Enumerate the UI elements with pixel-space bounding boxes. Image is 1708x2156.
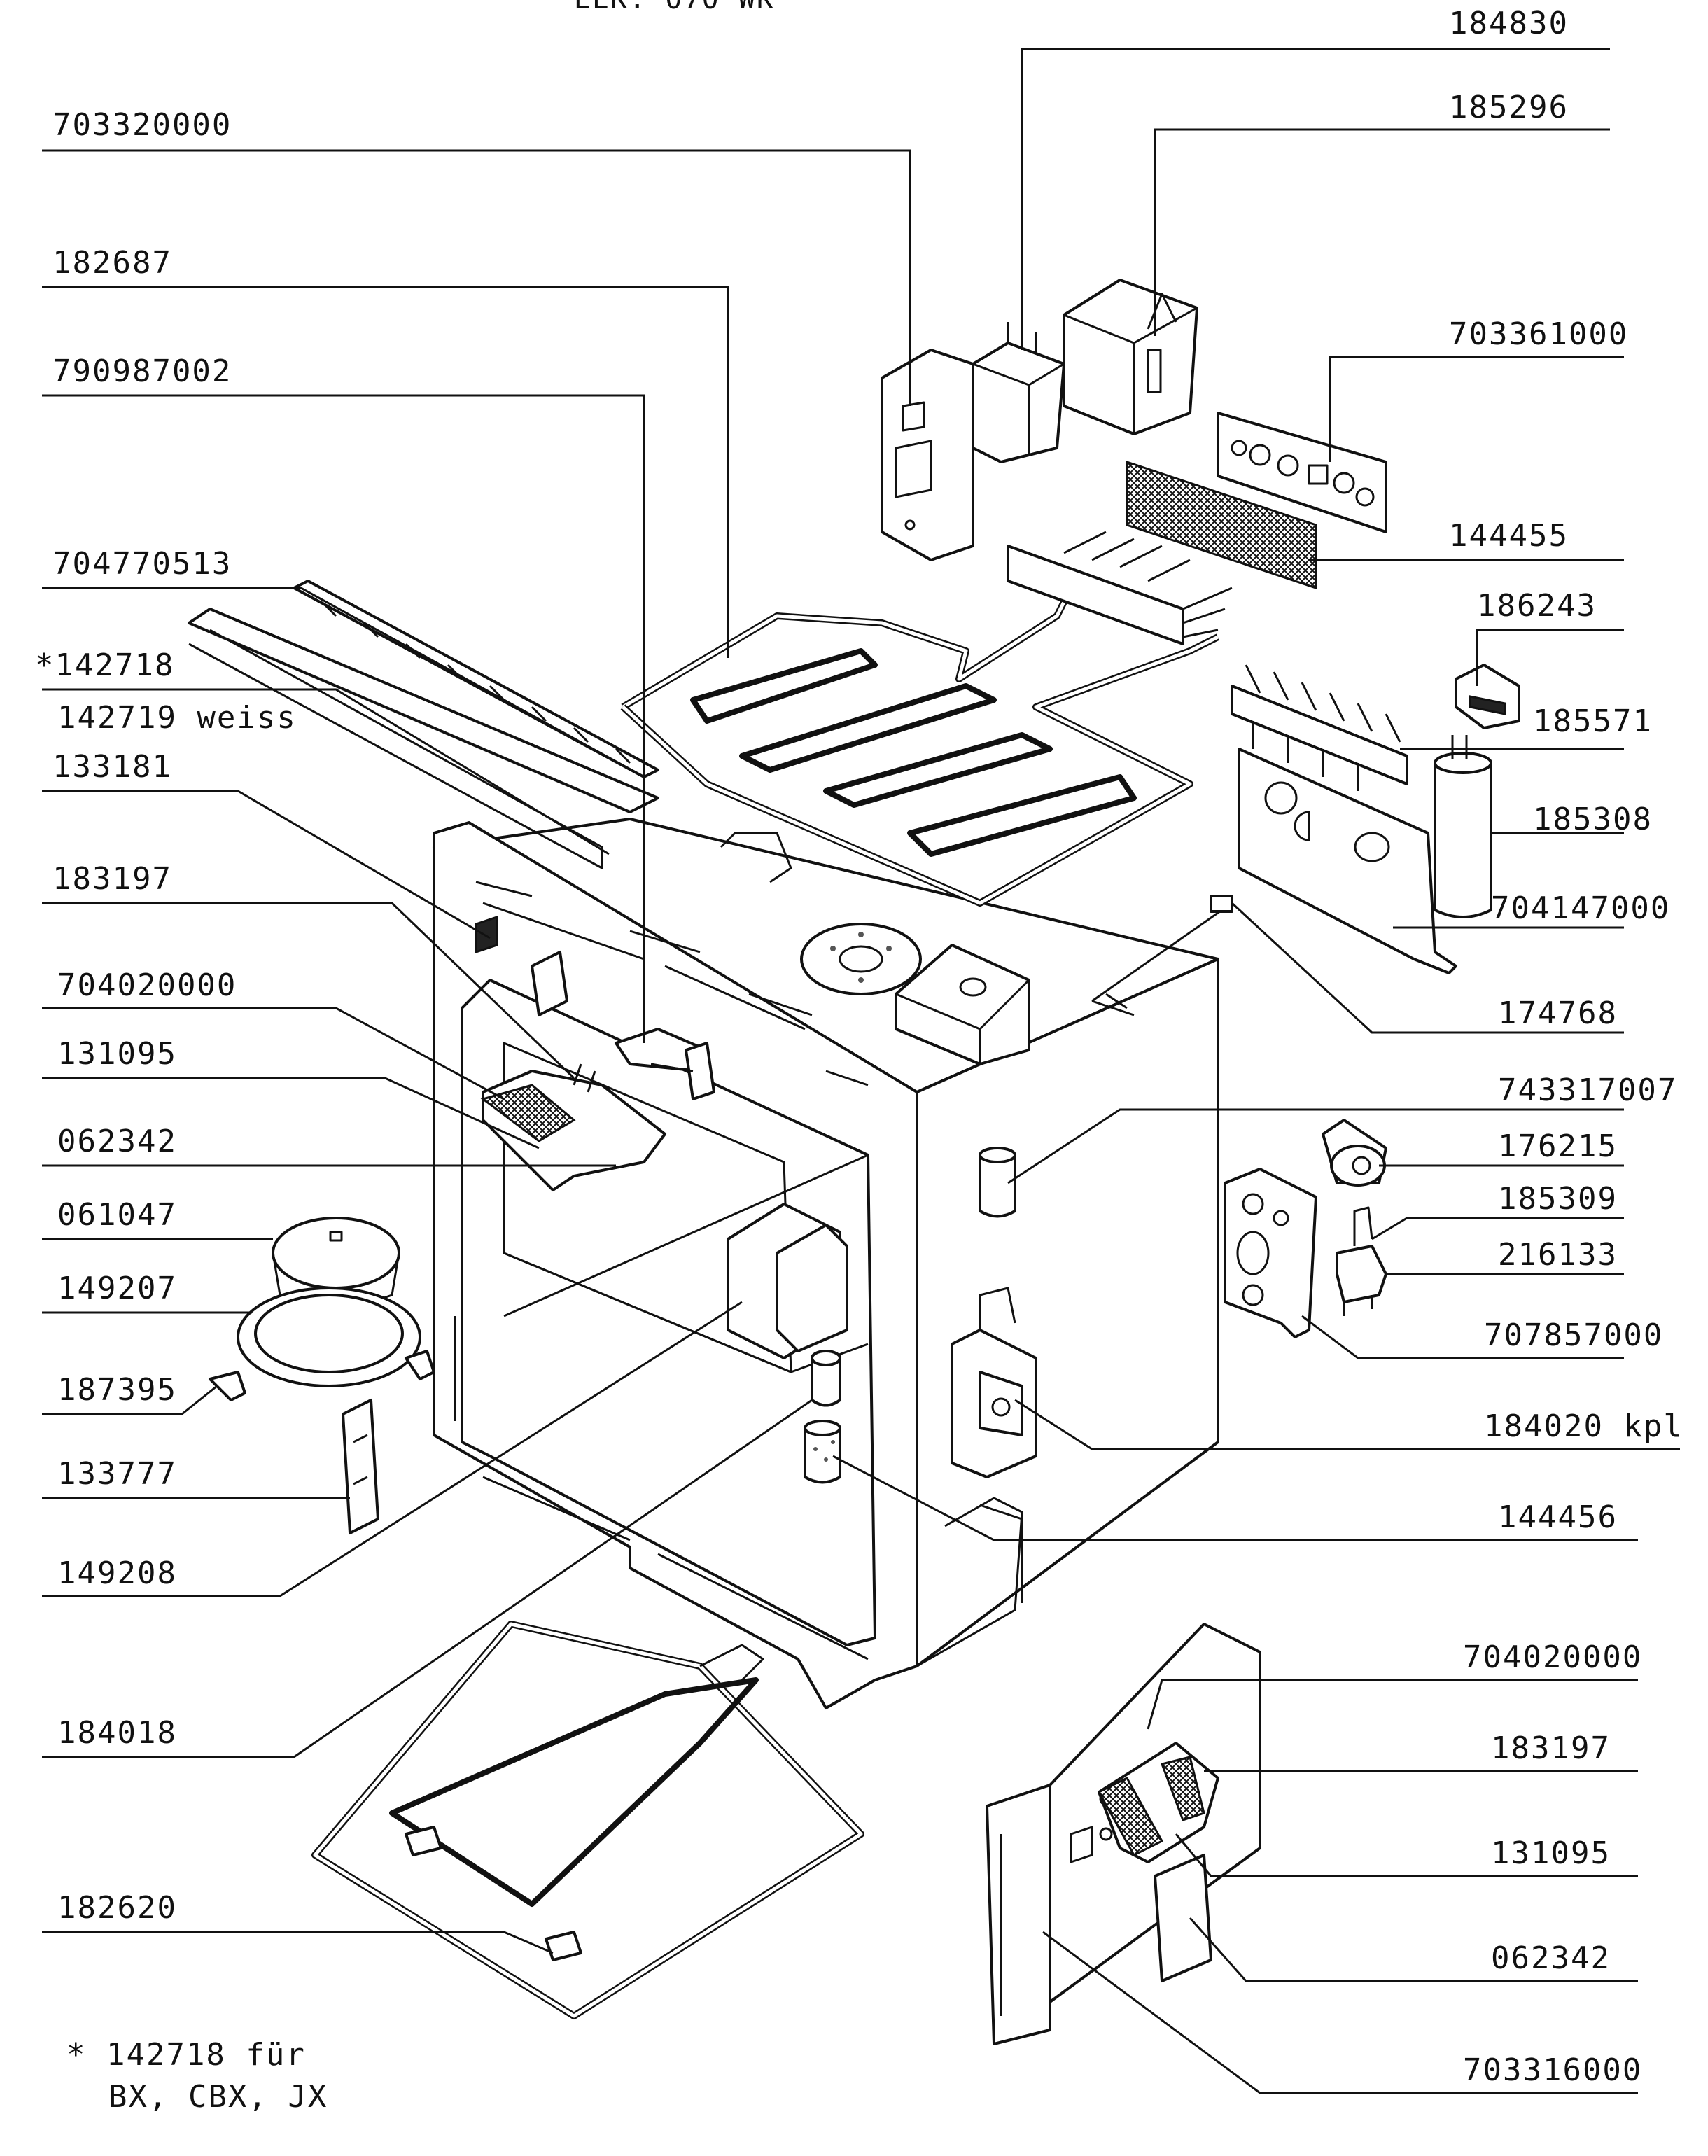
label-062342-upper: 062342 [57,1124,177,1159]
terminal-block [1231,664,1408,791]
footnote-line-1: * 142718 für [66,2037,306,2073]
label-184830: 184830 [1449,6,1569,41]
oven-cabinet [433,818,1219,1709]
label-703316000: 703316000 [1463,2052,1642,2088]
relay-small [972,322,1065,463]
rear-panel [1238,748,1457,974]
clip-right [405,1350,435,1380]
door-catch [475,915,715,1100]
footnote-line-2: BX, CBX, JX [108,2079,328,2115]
label-133181: 133181 [52,749,172,785]
door-switch-assembly-lower [1097,1742,1219,1982]
label-704020000-upper: 704020000 [57,967,237,1003]
label-174768: 174768 [1498,995,1618,1031]
door-switch-assembly-upper [480,1063,666,1191]
label-704020000-lower: 704020000 [1463,1639,1642,1675]
hinge [342,1399,379,1534]
label-187395: 187395 [57,1372,177,1408]
label-176215: 176215 [1498,1128,1618,1164]
label-144455: 144455 [1449,518,1569,554]
label-142719-weiss: 142719 weiss [57,700,297,736]
label-185571: 185571 [1533,704,1653,739]
mounting-bracket [881,349,974,561]
label-142718: *142718 [35,648,174,683]
label-186243: 186243 [1477,588,1597,624]
label-183197-upper: 183197 [52,861,172,897]
limit-switch [1336,1206,1387,1316]
top-rail-strip [188,580,659,869]
label-131095-upper: 131095 [57,1036,177,1072]
label-185308: 185308 [1533,802,1653,837]
label-703320000: 703320000 [52,107,232,143]
lamp-caps [804,1350,841,1484]
label-061047: 061047 [57,1197,177,1233]
small-switch [1455,664,1520,729]
label-182687: 182687 [52,245,172,281]
clip [209,1371,246,1401]
label-216133: 216133 [1498,1237,1618,1273]
leader-lines [42,48,1680,2094]
inner-fan-cover [727,1203,848,1359]
part-number-labels: 184830 703320000 185296 182687 703361000… [35,6,1684,2088]
relay-large [1063,279,1198,435]
label-704147000: 704147000 [1491,890,1670,926]
label-707857000: 707857000 [1484,1317,1663,1353]
sensor-tube [979,1147,1016,1218]
label-704770513: 704770513 [52,546,232,582]
label-133777: 133777 [57,1456,177,1492]
label-743317007: 743317007 [1498,1072,1677,1108]
thermostat [1322,1119,1387,1186]
label-184020-kpl: 184020 kpl [1484,1408,1684,1444]
lower-heating-element [312,1620,864,2019]
label-062342-lower: 062342 [1491,1940,1611,1976]
lamp-seal [237,1287,421,1387]
diagram-title: EEK. 070 WK [574,0,775,15]
capacitor [1434,735,1492,918]
label-131095-lower: 131095 [1491,1835,1611,1871]
label-790987002: 790987002 [52,354,232,389]
label-184018: 184018 [57,1715,177,1751]
mesh-panel [1126,460,1317,590]
side-plate [1224,1168,1317,1338]
label-182620: 182620 [57,1890,177,1926]
label-183197-lower: 183197 [1491,1730,1611,1766]
label-185296: 185296 [1449,90,1569,125]
footnote: * 142718 für BX, CBX, JX [66,2037,328,2115]
label-185309: 185309 [1498,1181,1618,1217]
label-149207: 149207 [57,1270,177,1306]
upper-heating-element [620,531,1233,906]
oven-lamp-assembly [951,1287,1037,1478]
label-703361000: 703361000 [1449,316,1628,352]
label-144456: 144456 [1498,1499,1618,1535]
label-149208: 149208 [57,1555,177,1591]
